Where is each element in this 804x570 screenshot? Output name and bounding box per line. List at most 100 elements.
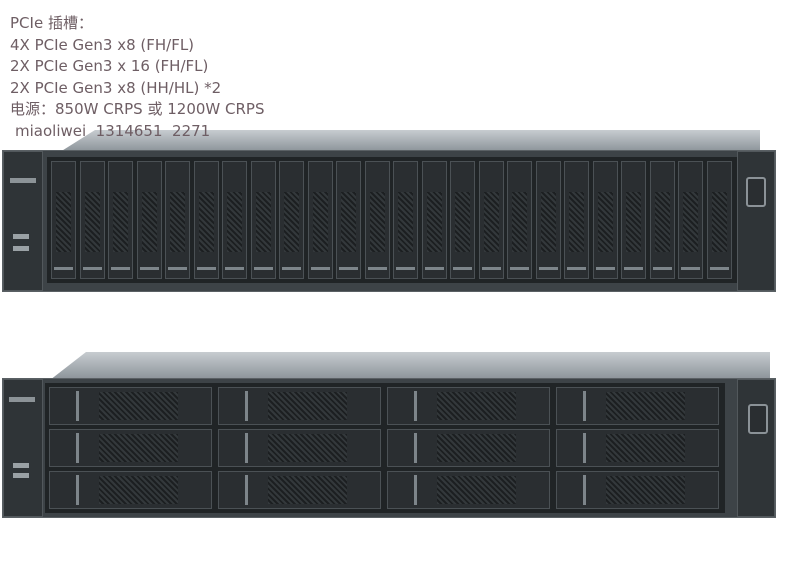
drive-handle[interactable] [310,267,330,270]
drive-bay[interactable] [49,471,212,509]
drive-handle[interactable] [282,267,301,270]
spec-line: 2X PCIe Gen3 x8 (HH/HL) *2 [10,78,222,97]
drive-mesh [170,192,185,252]
drive-handle[interactable] [339,267,358,270]
drive-bay[interactable] [165,161,190,279]
drive-bay[interactable] [387,471,550,509]
drive-bay[interactable] [51,161,76,279]
drive-mesh [605,392,686,420]
right-ear [737,379,775,517]
drive-mesh [597,192,613,252]
drive-bay[interactable] [336,161,361,279]
drive-mesh [267,392,348,420]
drive-bay[interactable] [649,161,675,279]
drive-handle[interactable] [583,433,586,463]
drive-bay[interactable] [678,161,703,279]
drive-bay[interactable] [478,161,504,279]
drive-bay[interactable] [279,161,304,279]
drive-handle[interactable] [652,267,672,270]
spec-line: PCIe 插槽： [10,14,93,32]
drive-mesh [683,192,698,252]
drive-bay[interactable] [507,161,532,279]
drive-handle[interactable] [424,267,444,270]
drive-bay[interactable] [218,471,381,509]
drive-handle[interactable] [414,433,417,463]
drive-handle[interactable] [510,267,529,270]
drive-handle[interactable] [583,391,586,421]
drive-bay[interactable] [564,161,589,279]
drive-handle[interactable] [453,267,472,270]
server-24-bay [2,150,776,292]
spec-line: 2X PCIe Gen3 x 16 (FH/FL) [10,57,209,75]
drive-mesh [227,192,242,252]
drive-bay[interactable] [364,161,390,279]
drive-handle[interactable] [139,267,159,270]
drive-handle[interactable] [481,267,501,270]
vga-port-icon [746,177,766,207]
drive-bay[interactable] [556,429,719,467]
drive-handle[interactable] [567,267,586,270]
drive-bay[interactable] [49,429,212,467]
drive-handle[interactable] [245,475,248,505]
spec-line: 电源：850W CRPS 或 1200W CRPS [10,100,265,118]
drive-bay[interactable] [450,161,475,279]
drive-handle[interactable] [245,391,248,421]
drive-bay[interactable] [387,429,550,467]
drive-handle[interactable] [82,267,102,270]
drive-handle[interactable] [595,267,615,270]
drive-bay[interactable] [556,387,719,425]
drive-handle[interactable] [367,267,387,270]
drive-bay[interactable] [218,387,381,425]
drive-bay[interactable] [250,161,276,279]
drive-handle[interactable] [414,475,417,505]
drive-bay[interactable] [307,161,333,279]
drive-mesh [605,434,686,462]
drive-handle[interactable] [709,267,729,270]
drive-bay[interactable] [387,387,550,425]
drive-handle[interactable] [54,267,73,270]
drive-mesh [654,192,670,252]
drive-mesh [436,434,517,462]
drive-handle[interactable] [76,475,79,505]
drive-bay[interactable] [222,161,247,279]
drive-mesh [341,192,356,252]
drive-bay[interactable] [556,471,719,509]
drive-handle[interactable] [225,267,244,270]
drive-bay[interactable] [421,161,447,279]
drive-bay[interactable] [706,161,732,279]
drive-handle[interactable] [76,433,79,463]
drive-bay[interactable] [535,161,561,279]
drive-handle[interactable] [624,267,643,270]
drive-handle[interactable] [396,267,415,270]
drive-bay[interactable] [193,161,219,279]
drive-handle[interactable] [681,267,700,270]
drive-mesh [98,476,179,504]
left-ear [3,151,43,291]
drive-bay[interactable] [49,387,212,425]
drive-mesh [98,434,179,462]
drive-bay[interactable] [592,161,618,279]
drive-handle[interactable] [414,391,417,421]
drive-mesh [512,192,527,252]
drive-handle[interactable] [253,267,273,270]
drive-mesh [569,192,584,252]
server-top-lid [60,130,760,152]
drive-handle[interactable] [76,391,79,421]
vga-port-icon [748,404,768,434]
drive-handle[interactable] [111,267,130,270]
drive-mesh [98,392,179,420]
drive-bay[interactable] [108,161,133,279]
drive-bay[interactable] [136,161,162,279]
drive-mesh [312,192,328,252]
drive-bay[interactable] [218,429,381,467]
drive-bay-area [45,383,725,513]
drive-handle[interactable] [538,267,558,270]
drive-bay[interactable] [393,161,418,279]
drive-bay[interactable] [621,161,646,279]
drive-handle[interactable] [245,433,248,463]
drive-handle[interactable] [168,267,187,270]
drive-handle[interactable] [583,475,586,505]
drive-handle[interactable] [196,267,216,270]
drive-bay[interactable] [79,161,105,279]
usb-port-icon [13,473,29,478]
